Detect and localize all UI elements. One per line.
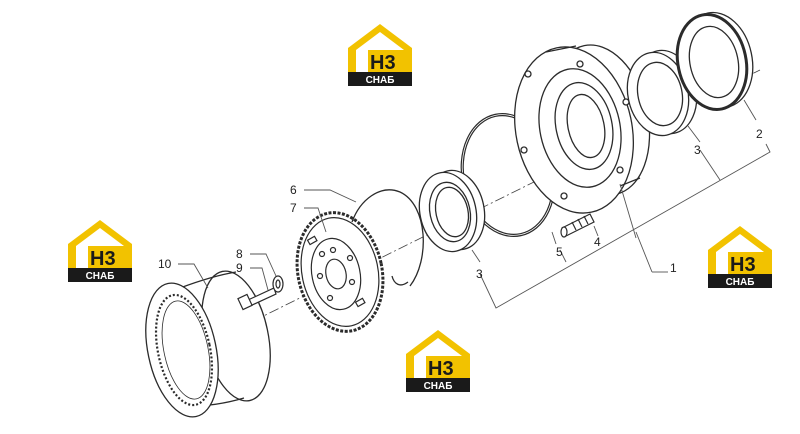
- callout-2: 2: [756, 127, 763, 141]
- part-4-stud: [561, 214, 594, 237]
- callout-9: 9: [236, 261, 243, 275]
- svg-text:СНАБ: СНАБ: [86, 271, 115, 282]
- watermark-logo-left: H3 СНАБ: [68, 220, 132, 282]
- callout-3-right: 3: [694, 143, 701, 157]
- callout-4: 4: [594, 235, 601, 249]
- callout-1: 1: [670, 261, 677, 275]
- svg-text:H3: H3: [90, 248, 116, 270]
- leader-lines: [178, 99, 771, 309]
- callout-6: 6: [290, 183, 297, 197]
- watermark-logo-top: H3 СНАБ: [348, 24, 412, 86]
- watermark-logo-right: H3 СНАБ: [708, 226, 772, 288]
- svg-text:СНАБ: СНАБ: [366, 75, 395, 86]
- part-7-gear-carrier: [286, 205, 393, 340]
- part-2-outer-seal: [669, 6, 761, 116]
- watermark-logo-bottom: H3 СНАБ: [406, 330, 470, 392]
- callout-8: 8: [236, 247, 243, 261]
- callout-5: 5: [556, 245, 563, 259]
- part-10-ring-gear: [135, 265, 281, 424]
- callout-3-left: 3: [476, 267, 483, 281]
- part-8-washer: [273, 276, 283, 292]
- svg-text:H3: H3: [370, 52, 396, 74]
- svg-text:СНАБ: СНАБ: [424, 381, 453, 392]
- svg-text:H3: H3: [730, 254, 756, 276]
- svg-text:H3: H3: [428, 358, 454, 380]
- callout-7: 7: [290, 201, 297, 215]
- part-3-seal-left: [412, 165, 491, 257]
- part-9-bolt: [237, 288, 276, 311]
- part-1-hub-housing: [500, 36, 663, 225]
- svg-text:СНАБ: СНАБ: [726, 277, 755, 288]
- part-3-seal-right: [620, 45, 704, 142]
- callout-10: 10: [158, 257, 172, 271]
- part-6-snap-ring: [352, 190, 423, 286]
